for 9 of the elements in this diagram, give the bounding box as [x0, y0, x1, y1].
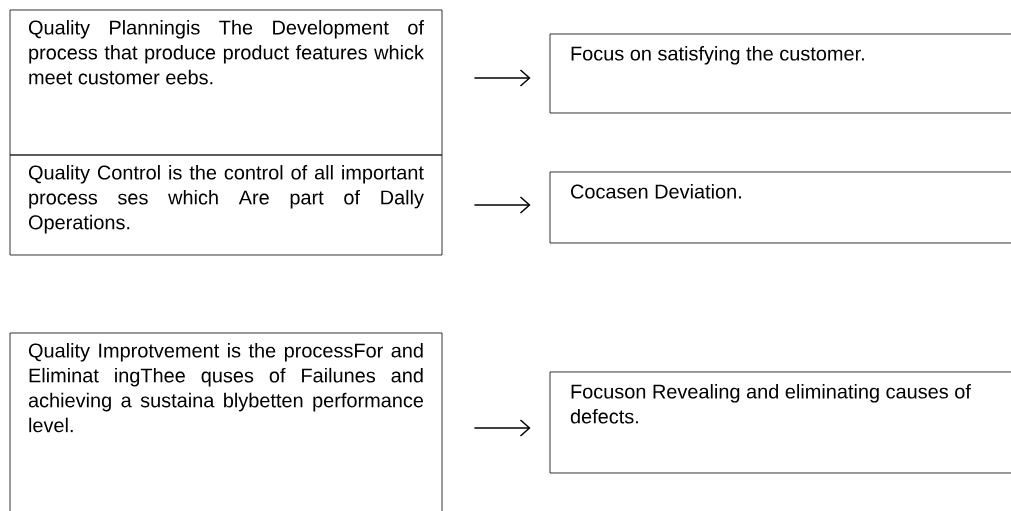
- text-box: Cocasen Deviation.: [549, 171, 1011, 244]
- arrow: [473, 419, 531, 437]
- arrow: [473, 69, 531, 87]
- text-box: Quality Control is the control of all important process ses which Are part of Dally Operations.: [9, 154, 443, 256]
- text-box: Quality Planningis The Development of process that produce product features whick meet customer eebs.: [9, 9, 443, 156]
- text-box: Focus on satisfying the customer.: [549, 33, 1011, 114]
- text-box: Focuson Revealing and eliminating causes of defects.: [549, 371, 1011, 474]
- text-box: Quality Improtvement is the processFor and Eliminat ingThee quses of Failunes and achieving a sustaina blybetten performance level.: [9, 332, 443, 511]
- arrow: [473, 196, 531, 214]
